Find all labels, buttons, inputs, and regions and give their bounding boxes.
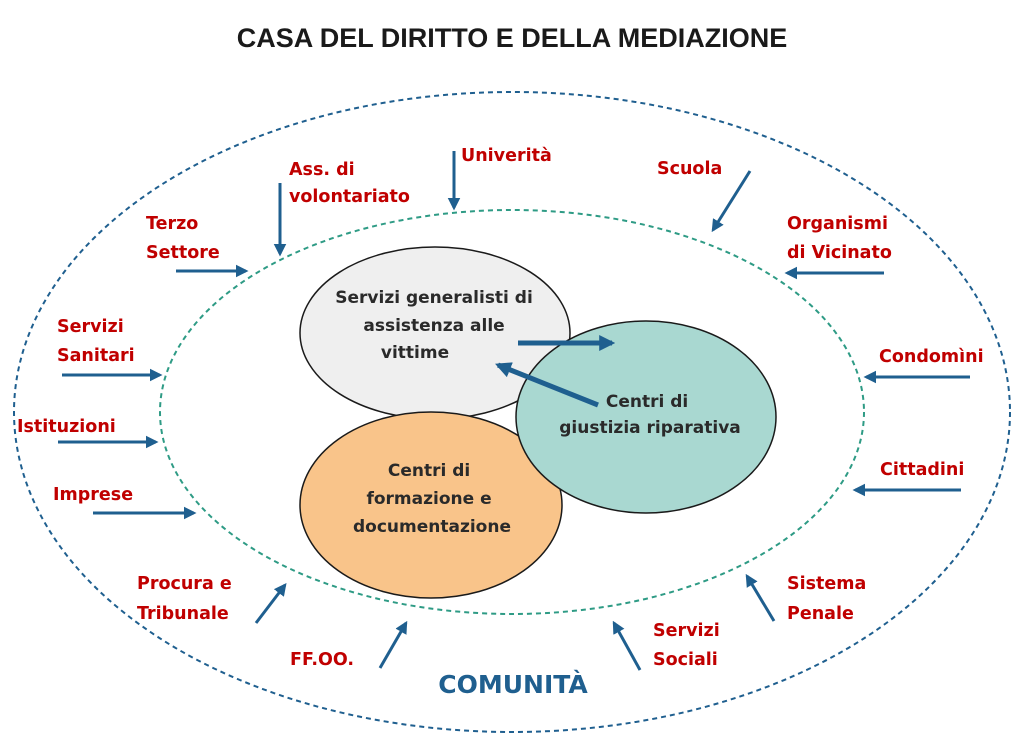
restorative-to-victims-arrow bbox=[495, 362, 599, 408]
actor-scuola: Scuola bbox=[657, 159, 722, 179]
restorative-justice-label: Centri di giustizia riparativa bbox=[559, 392, 741, 438]
actor-servizi-sociali: Servizi Sociali bbox=[653, 621, 726, 670]
actor-condomini: Condomìni bbox=[879, 347, 984, 367]
arrow-scuola bbox=[711, 170, 752, 233]
arrow-ffoo bbox=[378, 620, 408, 669]
diagram-title: CASA DEL DIRITTO E DELLA MEDIAZIONE bbox=[237, 23, 788, 53]
actor-organismi-vicinato: Organismi di Vicinato bbox=[787, 214, 894, 263]
actor-terzo-settore: Terzo Settore bbox=[146, 214, 220, 263]
victims-services-label: Servizi generalisti di assistenza alle v… bbox=[335, 288, 538, 363]
actor-sistema-penale: Sistema Penale bbox=[787, 574, 872, 624]
restorative-justice-circle bbox=[515, 320, 777, 514]
actor-cittadini: Cittadini bbox=[880, 460, 964, 480]
actor-ffoo: FF.OO. bbox=[290, 650, 354, 670]
training-centers-circle bbox=[299, 411, 563, 599]
actor-istituzioni: Istituzioni bbox=[17, 417, 116, 437]
outer-community-ring bbox=[13, 91, 1011, 733]
arrow-procura-tribunale bbox=[254, 582, 287, 624]
actor-imprese: Imprese bbox=[53, 485, 133, 505]
actor-procura-tribunale: Procura e Tribunale bbox=[137, 574, 238, 624]
actor-ass-volontariato: Ass. di volontariato bbox=[289, 160, 410, 207]
arrow-sistema-penale bbox=[745, 573, 776, 622]
actor-servizi-sanitari: Servizi Sanitari bbox=[57, 317, 135, 366]
training-centers-label: Centri di formazione e documentazione bbox=[353, 461, 511, 537]
inner-ring bbox=[159, 209, 865, 615]
arrow-servizi-sociali bbox=[612, 620, 642, 671]
community-label: COMUNITÀ bbox=[438, 670, 588, 699]
actor-universita: Univerità bbox=[461, 146, 552, 166]
